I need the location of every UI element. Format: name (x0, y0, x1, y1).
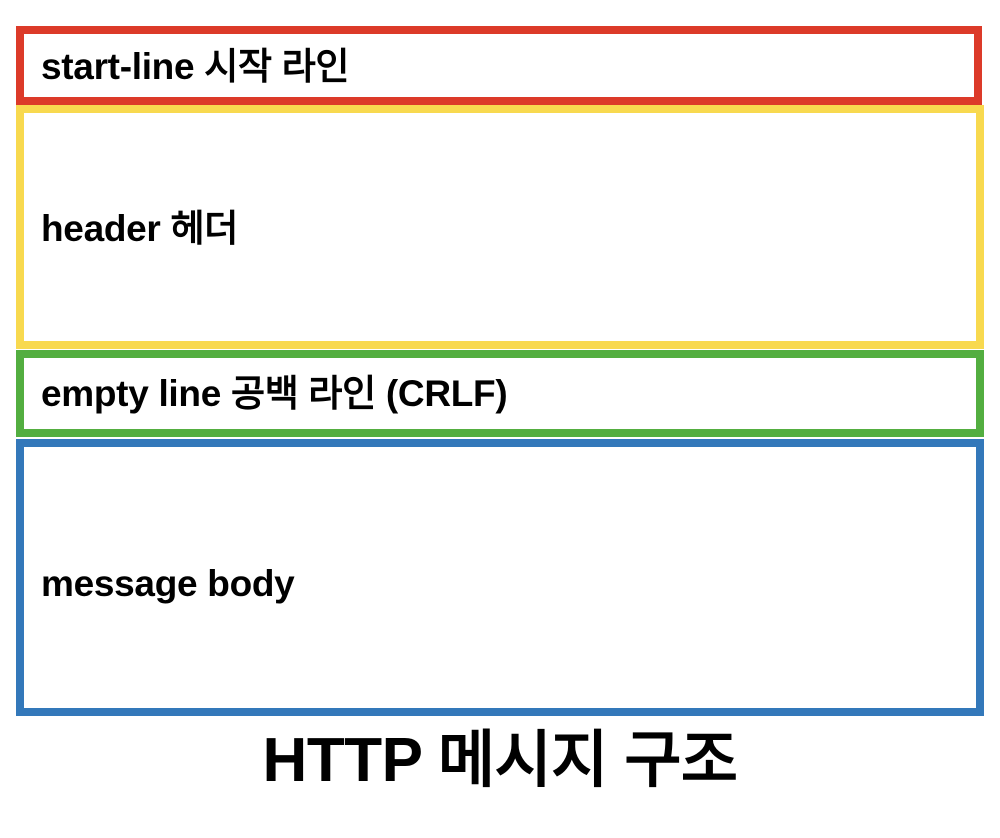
diagram-block-empty-line: empty line 공백 라인 (CRLF) (16, 350, 984, 437)
diagram-block-message-body-label: message body (41, 562, 295, 604)
diagram-block-header-label: header 헤더 (41, 208, 238, 250)
diagram-caption: HTTP 메시지 구조 (262, 726, 738, 795)
diagram-block-start-line-label: start-line 시작 라인 (41, 45, 350, 87)
diagram-block-start-line: start-line 시작 라인 (16, 26, 982, 105)
diagram-block-message-body: message body (16, 439, 984, 716)
diagram-block-header: header 헤더 (16, 105, 984, 349)
diagram-block-empty-line-label: empty line 공백 라인 (CRLF) (41, 373, 508, 415)
